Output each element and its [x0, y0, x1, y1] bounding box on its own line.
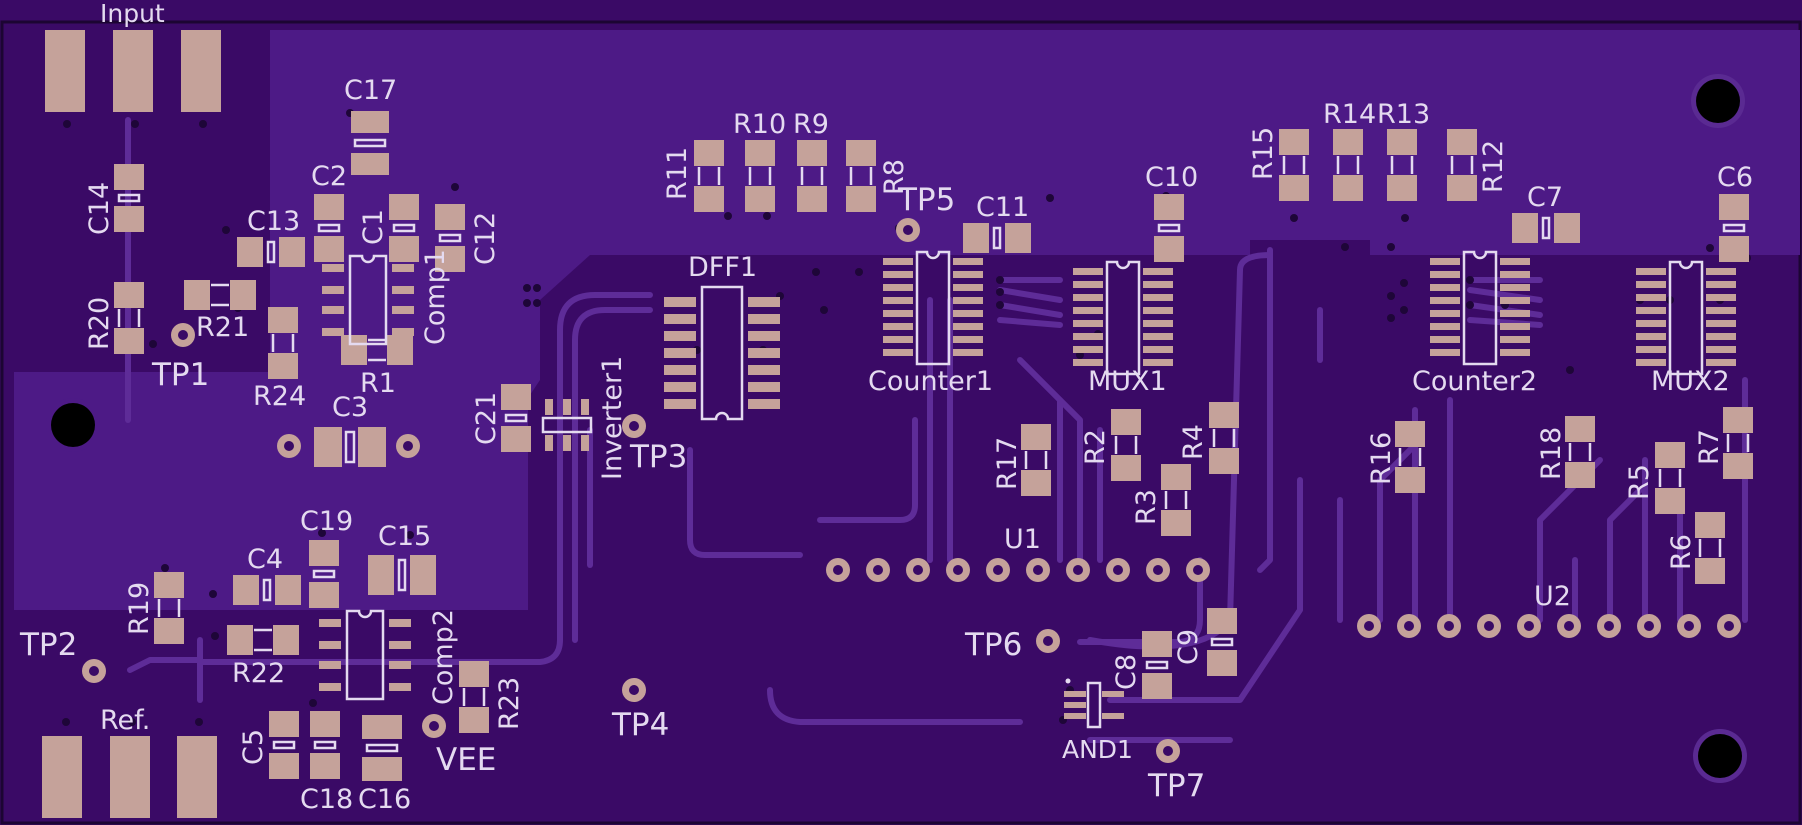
- integrated-circuits: [317, 250, 1738, 729]
- label-r15: R15: [1248, 127, 1279, 180]
- label-c18: C18: [300, 784, 353, 815]
- label-r6: R6: [1666, 534, 1697, 570]
- label-tp7: TP7: [1147, 768, 1205, 804]
- label-r21: R21: [196, 312, 249, 343]
- label-u2: U2: [1534, 581, 1571, 612]
- mounting-holes: [46, 74, 1747, 783]
- label-r23: R23: [494, 677, 525, 730]
- label-c16: C16: [358, 784, 411, 815]
- capacitors: [112, 111, 1751, 781]
- label-c8: C8: [1111, 654, 1142, 690]
- label-vee: VEE: [436, 742, 496, 778]
- label-and1: AND1: [1062, 735, 1133, 764]
- label-r13: R13: [1377, 99, 1430, 130]
- label-r24: R24: [253, 381, 306, 412]
- label-r2: R2: [1080, 429, 1111, 465]
- label-r16: R16: [1366, 432, 1397, 485]
- ref-connector: [42, 736, 217, 818]
- label-c2: C2: [311, 161, 347, 192]
- label-c3: C3: [332, 392, 368, 423]
- label-r22: R22: [232, 658, 285, 689]
- label-r7: R7: [1694, 429, 1725, 465]
- label-tp3: TP3: [629, 439, 687, 475]
- label-counter2: Counter2: [1412, 366, 1537, 397]
- label-r19: R19: [124, 582, 155, 635]
- label-c11: C11: [976, 192, 1029, 223]
- label-r8: R8: [879, 159, 910, 195]
- input-connector: [45, 30, 221, 112]
- label-r9: R9: [793, 109, 829, 140]
- label-c21: C21: [471, 392, 502, 445]
- silkscreen-labels: Input Ref. VEE C17 C2 C13 C3 C19 C15 C4 …: [19, 0, 1753, 815]
- label-dff1: DFF1: [688, 252, 757, 283]
- label-tp1: TP1: [151, 357, 209, 393]
- label-c19: C19: [300, 506, 353, 537]
- label-r17: R17: [992, 437, 1023, 490]
- label-r20: R20: [84, 297, 115, 350]
- label-r3: R3: [1131, 489, 1162, 525]
- label-c17: C17: [344, 75, 397, 106]
- label-r1: R1: [360, 368, 396, 399]
- label-comp2: Comp2: [428, 609, 459, 705]
- label-c13: C13: [247, 206, 300, 237]
- label-c7: C7: [1527, 182, 1563, 213]
- copper-pour: [14, 30, 1800, 610]
- label-c9: C9: [1173, 629, 1204, 665]
- label-r11: R11: [662, 147, 693, 200]
- label-c14: C14: [84, 182, 115, 235]
- label-tp6: TP6: [964, 627, 1022, 663]
- label-mux1: MUX1: [1088, 366, 1167, 397]
- label-r12: R12: [1478, 140, 1509, 193]
- label-tp5: TP5: [897, 182, 955, 218]
- label-r18: R18: [1536, 427, 1567, 480]
- label-c1: C1: [358, 209, 389, 245]
- label-r14: R14: [1323, 99, 1376, 130]
- label-r5: R5: [1624, 464, 1655, 500]
- label-tp4: TP4: [611, 707, 669, 743]
- label-counter1: Counter1: [868, 366, 993, 397]
- label-r10: R10: [733, 109, 786, 140]
- label-comp1: Comp1: [420, 249, 451, 345]
- label-c10: C10: [1145, 162, 1198, 193]
- label-r4: R4: [1178, 424, 1209, 460]
- label-u1: U1: [1004, 524, 1041, 555]
- label-input: Input: [100, 0, 165, 28]
- label-inverter1: Inverter1: [597, 356, 628, 480]
- label-mux2: MUX2: [1651, 366, 1730, 397]
- label-c15: C15: [378, 521, 431, 552]
- label-c12: C12: [470, 212, 501, 265]
- label-c5: C5: [238, 729, 269, 765]
- label-c4: C4: [247, 544, 283, 575]
- label-tp2: TP2: [19, 627, 77, 663]
- label-ref: Ref.: [100, 705, 150, 736]
- label-c6: C6: [1717, 162, 1753, 193]
